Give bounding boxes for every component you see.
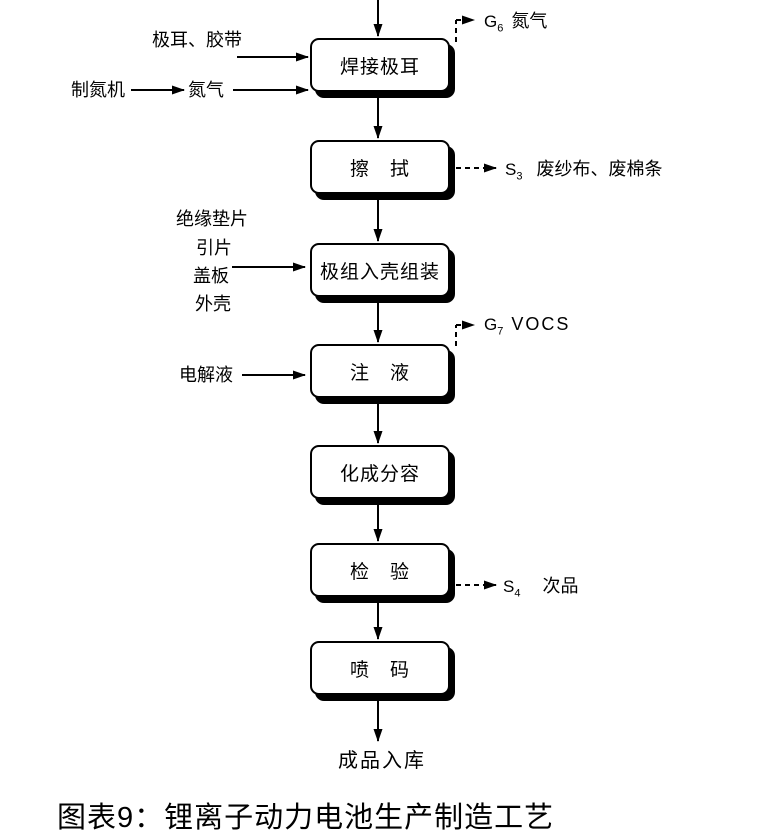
final-output-label: 成品入库 (338, 750, 426, 772)
emission-s3-waste-cloth: S3 废纱布、废棉条 (505, 159, 663, 182)
input-label-lead-tab: 引片 (196, 238, 232, 258)
process-step-wipe: 擦 拭 (310, 140, 450, 194)
emission-code: G (484, 315, 498, 334)
emission-label: VOCS (511, 314, 571, 334)
emission-arrows (455, 15, 497, 590)
emission-subscript: 7 (497, 325, 504, 338)
emission-code: S (503, 577, 515, 596)
emission-code: S (505, 160, 517, 179)
process-step-inspection: 检 验 (310, 543, 450, 597)
input-label-cover-plate: 盖板 (193, 266, 229, 286)
figure-caption: 图表9：锂离子动力电池生产制造工艺 (57, 802, 555, 834)
emission-label: 氮气 (511, 11, 548, 31)
emission-g6-nitrogen: G6 氮气 (484, 11, 548, 34)
emission-subscript: 6 (497, 22, 504, 35)
input-label-nitrogen: 氮气 (188, 80, 224, 100)
input-arrows (131, 52, 309, 380)
emission-code: G (484, 12, 498, 31)
process-step-case-assembly: 极组入壳组装 (310, 243, 450, 297)
process-step-electrolyte-filling: 注 液 (310, 344, 450, 398)
process-step-weld-tabs: 焊接极耳 (310, 38, 450, 92)
emission-g7-vocs: G7 VOCS (484, 314, 571, 337)
emission-label: 废纱布、废棉条 (536, 159, 663, 179)
emission-label: 次品 (542, 576, 579, 596)
emission-subscript: 4 (514, 587, 521, 600)
emission-subscript: 3 (516, 170, 523, 183)
emission-s4-defective: S4 次品 (503, 576, 579, 599)
input-label-insulating-gasket: 绝缘垫片 (176, 209, 248, 229)
process-step-formation-grading: 化成分容 (310, 445, 450, 499)
input-label-nitrogen-generator: 制氮机 (71, 80, 125, 100)
input-label-electrolyte: 电解液 (179, 365, 233, 385)
process-step-code-printing: 喷 码 (310, 641, 450, 695)
input-label-tabs-tape: 极耳、胶带 (152, 30, 242, 50)
input-label-outer-shell: 外壳 (195, 294, 231, 314)
